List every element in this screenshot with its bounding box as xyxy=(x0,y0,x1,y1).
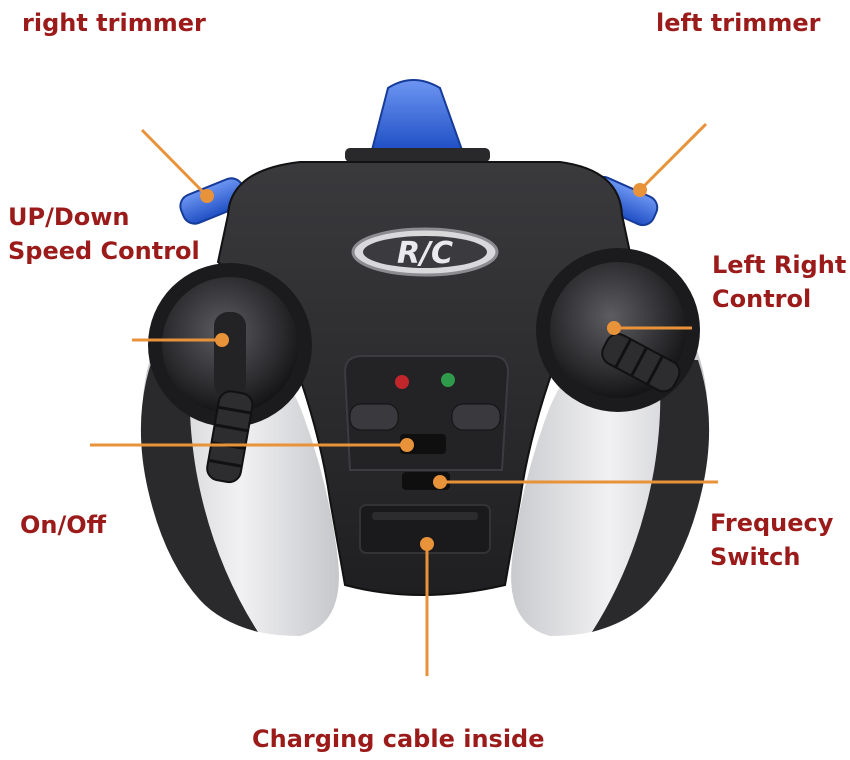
label-left-right-control: Left Right Control xyxy=(712,248,846,316)
leader-dots xyxy=(200,183,647,551)
label-up-down-line2: Speed Control xyxy=(8,237,200,265)
antenna-light xyxy=(370,79,464,151)
control-panel xyxy=(343,355,510,471)
label-left-right-line1: Left Right xyxy=(712,251,847,279)
label-up-down-line1: UP/Down xyxy=(8,203,130,231)
rc-logo-text: R/C xyxy=(397,236,453,271)
leader-right-trimmer xyxy=(140,128,209,198)
label-charging-cable: Charging cable inside xyxy=(252,725,545,753)
label-right-trimmer: right trimmer xyxy=(22,9,206,37)
antenna-base xyxy=(345,148,490,162)
label-left-right-line2: Control xyxy=(712,285,812,313)
left-grip-rubber xyxy=(140,360,258,632)
battery-latch xyxy=(372,512,478,520)
leader-lines xyxy=(90,122,718,676)
label-frequency-line1: Frequecy xyxy=(710,509,834,537)
label-frequency-line2: Switch xyxy=(710,543,801,571)
right-grip-rubber xyxy=(592,360,710,632)
led-red xyxy=(395,375,409,389)
right-stick-grip[interactable] xyxy=(598,330,684,396)
left-stick-lever[interactable] xyxy=(214,312,246,398)
label-left-trimmer: left trimmer xyxy=(656,9,821,37)
right-function-button[interactable] xyxy=(451,403,501,431)
label-up-down-speed-control: UP/Down Speed Control xyxy=(8,200,200,268)
rc-logo-inner xyxy=(363,236,487,268)
label-frequency-switch: Frequecy Switch xyxy=(710,506,833,574)
leader-left-trimmer xyxy=(638,122,708,192)
led-green xyxy=(441,373,455,387)
left-function-button[interactable] xyxy=(349,403,399,431)
label-on-off: On/Off xyxy=(20,511,107,539)
